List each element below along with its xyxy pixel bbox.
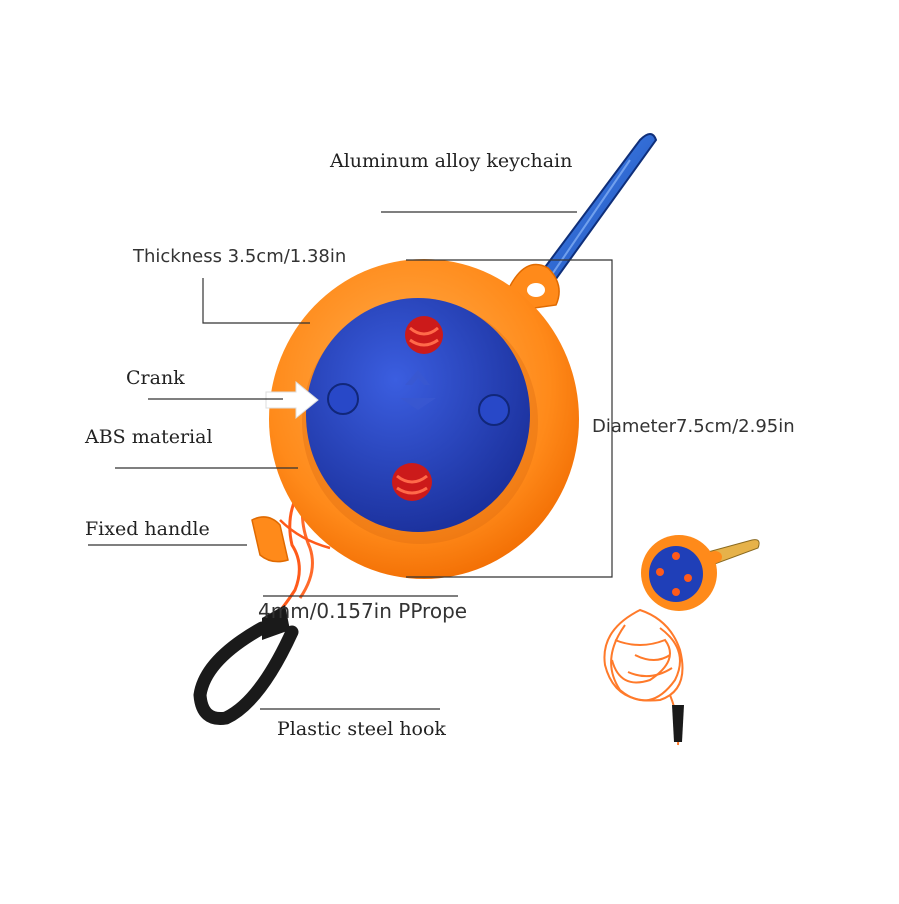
leader-lines bbox=[88, 211, 613, 710]
blue-crank-plate bbox=[306, 298, 530, 532]
rope-and-hook bbox=[193, 489, 331, 725]
keychain-label: Aluminum alloy keychain bbox=[330, 150, 573, 172]
fixed-handle bbox=[251, 516, 289, 563]
diameter-label: Diameter7.5cm/2.95in bbox=[592, 416, 795, 437]
carabiner-keychain bbox=[526, 133, 658, 293]
crank-knob bbox=[327, 383, 359, 415]
crank-label: Crank bbox=[126, 367, 185, 389]
diameter-bracket bbox=[406, 259, 613, 578]
thickness-label: Thickness 3.5cm/1.38in bbox=[133, 246, 347, 267]
hook-label: Plastic steel hook bbox=[277, 718, 446, 740]
rope-label: 4mm/0.157in PPrope bbox=[258, 599, 468, 623]
knob bbox=[478, 394, 510, 426]
reel-body bbox=[269, 259, 579, 579]
abs-material-label: ABS material bbox=[85, 426, 213, 448]
inset-product-image bbox=[603, 535, 760, 746]
fixed-handle-label: Fixed handle bbox=[85, 518, 210, 540]
right-arrow-icon bbox=[265, 380, 319, 420]
thickness-bracket bbox=[202, 278, 310, 324]
plastic-hook-icon bbox=[193, 621, 299, 725]
